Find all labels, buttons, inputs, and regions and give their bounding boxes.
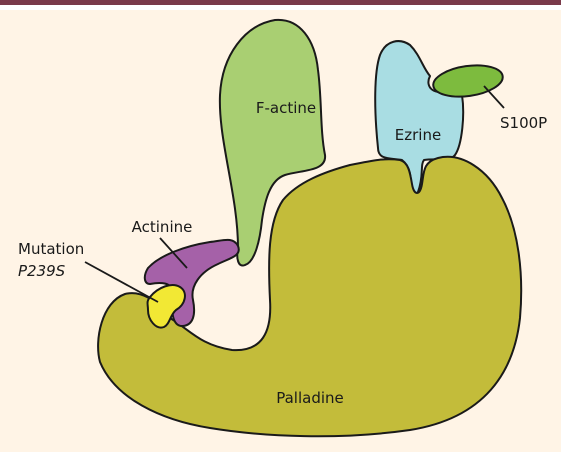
top-bar <box>0 0 561 5</box>
palladine-label: Palladine <box>276 389 344 407</box>
ezrine-label: Ezrine <box>395 126 441 144</box>
actinine-label: Actinine <box>132 218 193 236</box>
mutation-name-label: P239S <box>18 262 66 280</box>
mutation-label: Mutation <box>18 240 84 258</box>
f-actine-label: F-actine <box>256 99 316 117</box>
s100p-label: S100P <box>500 114 547 132</box>
